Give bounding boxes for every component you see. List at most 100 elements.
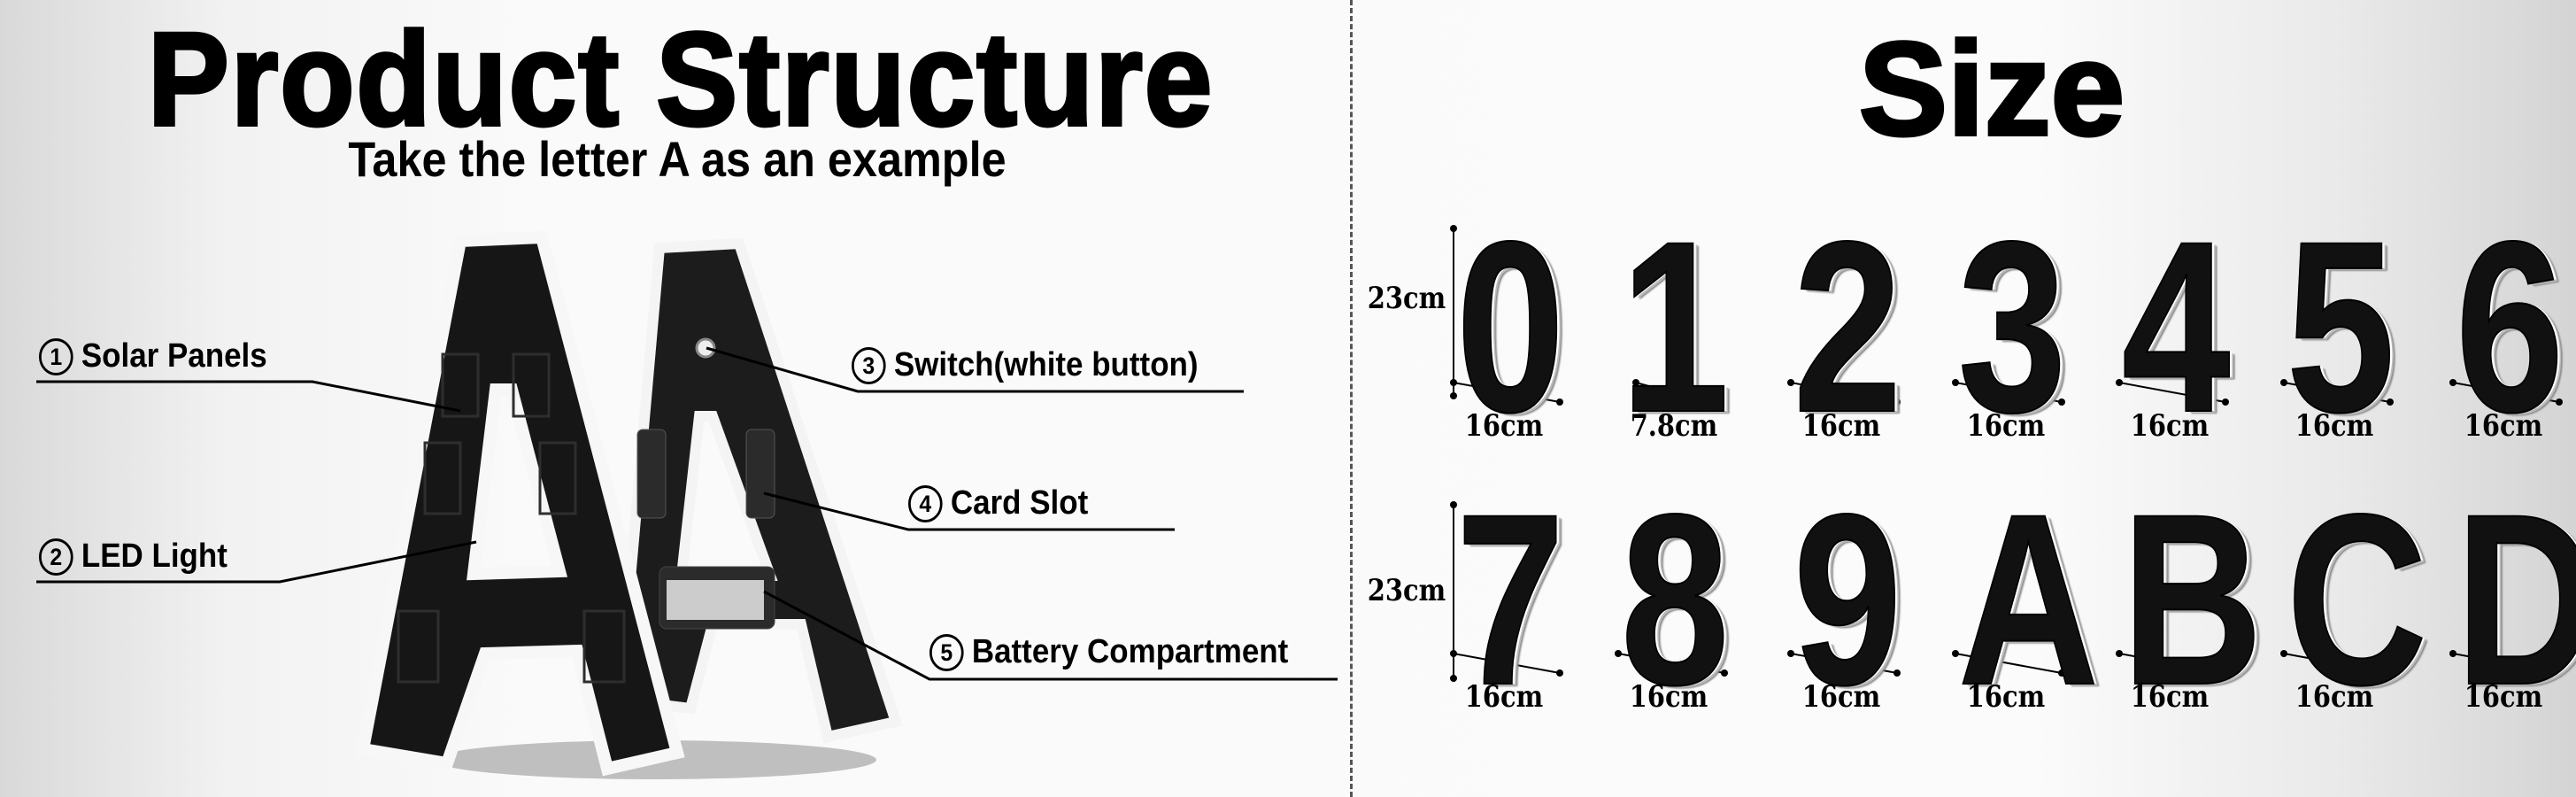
width-label: 16cm — [2464, 408, 2543, 444]
width-line — [1790, 653, 1898, 674]
sign-character-1: 1 — [1620, 191, 1730, 463]
sign-character-D: D — [2455, 477, 2576, 723]
card-slot-right — [745, 429, 775, 519]
width-line — [1453, 382, 1561, 403]
dimension-dot — [2280, 650, 2287, 657]
width-label: 16cm — [1464, 408, 1544, 444]
width-line — [1453, 653, 1561, 674]
sign-character-3: 3 — [1957, 191, 2067, 463]
width-label: 16cm — [2294, 408, 2374, 444]
sign-character-4: 4 — [2121, 191, 2231, 463]
height-label-row-1: 23cm — [1367, 281, 1446, 316]
sign-character-9: 9 — [1793, 464, 1902, 736]
width-label: 16cm — [1629, 679, 1708, 715]
callout-number: 4 — [908, 485, 943, 522]
width-line — [1790, 382, 1898, 403]
width-line — [1635, 382, 1708, 403]
dimension-dot — [1787, 650, 1794, 657]
dimension-dot — [2058, 669, 2065, 677]
dimension-dot — [1556, 669, 1563, 677]
sign-character-B: B — [2121, 464, 2263, 736]
dimension-dot — [2556, 669, 2563, 677]
width-line — [1955, 653, 2063, 674]
sign-character-8: 8 — [1620, 464, 1730, 736]
height-label-row-2: 23cm — [1367, 573, 1446, 608]
dimension-dot — [1952, 379, 1959, 386]
size-title: Size — [1857, 14, 2126, 163]
dimension-dot — [1952, 650, 1959, 657]
callout-label: LED Light — [81, 538, 228, 575]
letter-a-illustration — [36, 237, 1338, 779]
width-line — [2283, 653, 2391, 674]
dimension-dot — [1556, 398, 1563, 406]
dimension-dot — [1893, 398, 1901, 406]
dimension-dot — [2116, 650, 2123, 657]
width-label: 16cm — [1801, 679, 1881, 715]
dimension-dot — [1450, 379, 1457, 386]
dimension-dot — [1615, 650, 1622, 657]
dimension-dot — [1450, 225, 1457, 232]
width-label: 16cm — [1464, 679, 1544, 715]
solar-panel-cells — [397, 352, 626, 684]
dimension-dot — [1450, 392, 1457, 399]
dimension-dot — [1450, 501, 1457, 508]
callout-label: Battery Compartment — [971, 633, 1289, 670]
dimension-dot — [2222, 398, 2229, 406]
dimension-dot — [1721, 669, 1728, 677]
width-line — [2118, 653, 2226, 674]
rating-label — [667, 580, 764, 620]
width-line — [2452, 653, 2560, 674]
width-label: 16cm — [1966, 408, 2046, 444]
sign-character-6: 6 — [2455, 191, 2564, 463]
width-line — [1617, 653, 1725, 674]
dimension-dot — [1893, 669, 1901, 677]
width-line — [2283, 382, 2391, 403]
width-label: 16cm — [2130, 408, 2210, 444]
dimension-dot — [1450, 675, 1457, 682]
dimension-dot — [1787, 379, 1794, 386]
page-subtitle: Take the letter A as an example — [348, 131, 1006, 187]
dimension-dot — [2556, 398, 2563, 406]
callout-number: 5 — [929, 634, 964, 671]
card-slot-left — [636, 429, 667, 519]
dimension-dot — [1450, 650, 1457, 657]
dimension-dot — [1703, 398, 1710, 406]
dimension-dot — [2387, 669, 2394, 677]
callout-number: 3 — [852, 347, 886, 384]
sign-character-2: 2 — [1793, 191, 1902, 463]
dimension-dot — [2116, 379, 2123, 386]
width-label: 16cm — [2294, 679, 2374, 715]
width-line — [2118, 382, 2226, 403]
sign-character-7: 7 — [1455, 464, 1565, 736]
sign-character-0: 0 — [1455, 191, 1565, 463]
sign-character-C: C — [2286, 464, 2427, 736]
width-label: 7.8cm — [1630, 408, 1718, 444]
callout-leaders — [36, 346, 1338, 681]
dimension-dot — [2449, 650, 2456, 657]
width-line — [1955, 382, 2063, 403]
dimension-dot — [2449, 379, 2456, 386]
width-line — [2452, 382, 2560, 403]
width-label: 16cm — [1966, 679, 2046, 715]
dimension-dot — [2222, 669, 2229, 677]
switch-button — [695, 337, 716, 359]
dimension-dot — [2280, 379, 2287, 386]
width-label: 16cm — [2130, 679, 2210, 715]
callout-label: Switch(white button) — [893, 346, 1199, 383]
section-divider — [1350, 0, 1353, 797]
dimension-dot — [2387, 398, 2394, 406]
page-title: Product Structure — [146, 4, 1215, 153]
sign-character-5: 5 — [2286, 191, 2395, 463]
width-label: 16cm — [1801, 408, 1881, 444]
callout-number: 1 — [39, 338, 73, 375]
callout-label: Solar Panels — [81, 337, 267, 375]
dimension-dot — [2058, 398, 2065, 406]
dimension-dot — [1632, 379, 1639, 386]
sign-character-A: A — [1957, 464, 2099, 736]
callout-label: Card Slot — [950, 484, 1089, 522]
